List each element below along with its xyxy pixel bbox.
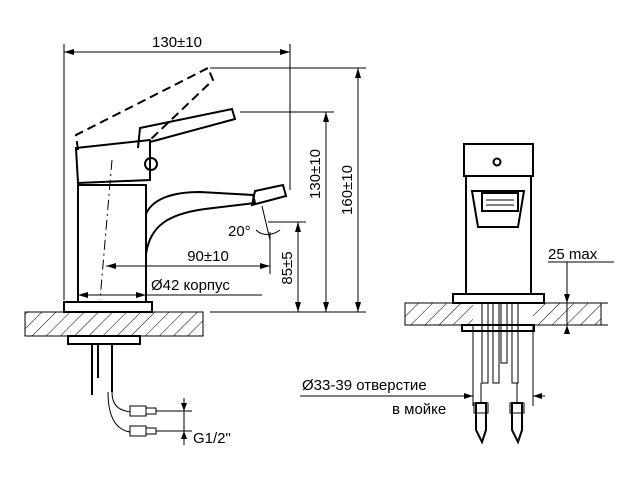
- handle-lever-raised: [74, 66, 215, 151]
- label-width-total: 130±10: [152, 34, 202, 51]
- label-spout-reach: 90±10: [187, 248, 229, 265]
- spout-tip: [250, 183, 288, 207]
- label-height-total: 160±10: [339, 165, 356, 215]
- spout-front: [470, 190, 526, 228]
- mount-stud-4: [511, 302, 519, 384]
- hose-end-right: [511, 402, 523, 445]
- supply-hose-bend-1: [111, 391, 131, 413]
- label-height-spout-bottom: 85±5: [279, 251, 296, 284]
- countertop-side: [24, 311, 204, 337]
- hose-fitting-1: [129, 405, 147, 417]
- aerator-front: [481, 192, 519, 212]
- label-hole-diameter-line1: Ø33-39 отверстие: [302, 377, 427, 394]
- side-view: 130±10 160±10 130±10 85±5 20° 90±10: [24, 34, 366, 447]
- mount-stud-2: [492, 302, 500, 384]
- mount-stud-1: [481, 302, 489, 384]
- spout-side: [145, 190, 257, 255]
- indicator-dot: [492, 157, 502, 167]
- base-plate-side: [63, 301, 153, 313]
- faucet-body-front: [465, 169, 532, 295]
- handle-pivot: [144, 157, 158, 171]
- faucet-body-side: [77, 184, 147, 303]
- base-plate-front: [452, 293, 545, 304]
- handle-lever-side: [137, 107, 237, 149]
- mount-nut-front: [461, 324, 535, 332]
- label-spout-angle: 20°: [228, 223, 251, 240]
- mount-nut-side: [67, 335, 141, 345]
- label-hole-diameter-line2: в мойке: [392, 401, 446, 418]
- angle-arc: [255, 229, 281, 235]
- hose-thread-1: [145, 407, 157, 415]
- mount-stud-3: [500, 302, 508, 364]
- supply-hose-bend-2: [107, 391, 131, 433]
- body-axis: [99, 159, 113, 301]
- label-body-diameter: Ø42 корпус: [151, 277, 230, 294]
- front-view: 25 max Ø33-39 отверстие в мойке: [300, 143, 614, 445]
- label-connection-thread: G1/2": [193, 430, 231, 447]
- handle-base-side: [74, 138, 151, 185]
- label-height-spout-top: 130±10: [307, 149, 324, 199]
- label-counter-thickness: 25 max: [548, 246, 598, 263]
- hose-end-left: [475, 402, 487, 445]
- hose-thread-2: [145, 427, 157, 435]
- hose-fitting-2: [129, 425, 147, 437]
